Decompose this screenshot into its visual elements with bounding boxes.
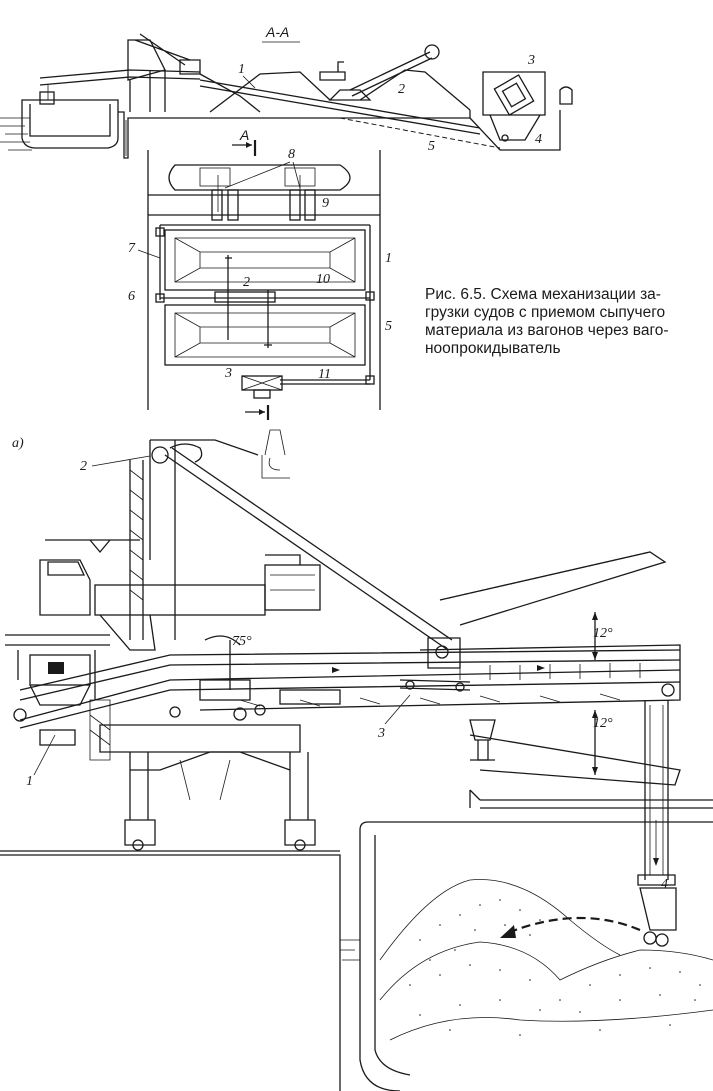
quay-ground bbox=[0, 854, 341, 1091]
plan-label-3: 3 bbox=[224, 366, 232, 381]
section-title: А-А bbox=[265, 24, 289, 40]
operator-cabin bbox=[39, 539, 321, 651]
ship-hull bbox=[21, 99, 119, 149]
plan-label-2: 2 bbox=[243, 275, 250, 290]
cargo-pile bbox=[379, 879, 713, 1041]
wagon-tippler bbox=[482, 71, 573, 142]
plan-label-10: 10 bbox=[316, 272, 330, 287]
caption-line-1: Рис. 6.5. Схема механизации за- bbox=[425, 286, 661, 303]
plan-storage bbox=[164, 229, 366, 366]
plan-label-9: 9 bbox=[322, 196, 329, 211]
plan-label-11: 11 bbox=[318, 367, 331, 382]
angle-label-12-up: 12° bbox=[593, 626, 613, 641]
main-label-2: 2 bbox=[80, 459, 87, 474]
boom-conveyor bbox=[13, 644, 681, 729]
caption-line-2: грузки судов с приемом сыпучего bbox=[425, 304, 666, 321]
top-label-5: 5 bbox=[428, 139, 435, 154]
angle-label-12-down: 12° bbox=[593, 716, 613, 731]
panel-label: а) bbox=[12, 436, 24, 451]
portal-frame bbox=[99, 724, 316, 851]
section-view-a-a: А-А bbox=[0, 24, 573, 159]
loader-tower bbox=[129, 439, 461, 669]
ship-loader-small bbox=[39, 33, 261, 113]
cargo-stipple bbox=[409, 899, 701, 1036]
reclaimer bbox=[319, 44, 440, 101]
plan-label-6: 6 bbox=[128, 289, 135, 304]
top-label-1: 1 bbox=[238, 62, 245, 77]
plan-label-8: 8 bbox=[288, 147, 295, 162]
water-hatching bbox=[0, 117, 32, 151]
plan-ship bbox=[168, 164, 351, 191]
caption-line-3: материала из вагонов через ваго- bbox=[425, 322, 669, 339]
caption-line-4: ноопрокидыватель bbox=[425, 340, 561, 357]
top-label-3: 3 bbox=[527, 53, 535, 68]
main-label-3: 3 bbox=[377, 726, 385, 741]
section-mark-top: А bbox=[239, 127, 249, 143]
main-label-1: 1 bbox=[26, 774, 33, 789]
loading-spout bbox=[637, 700, 677, 947]
ship-hold bbox=[359, 789, 713, 1091]
plan-label-5: 5 bbox=[385, 319, 392, 334]
flow-arrow bbox=[509, 916, 641, 934]
top-label-4: 4 bbox=[535, 132, 542, 147]
left-wagon-structure bbox=[5, 634, 111, 761]
elevation-view: а) bbox=[0, 429, 713, 1091]
angle-label-75: 75° bbox=[232, 634, 252, 649]
plan-view: А 8 9 7 1 6 2 10 5 3 11 bbox=[128, 127, 392, 420]
figure-caption: Рис. 6.5. Схема механизации за- грузки с… bbox=[425, 286, 695, 358]
plan-label-1: 1 bbox=[385, 251, 392, 266]
top-label-2: 2 bbox=[398, 82, 405, 97]
main-label-4: 4 bbox=[661, 877, 668, 892]
stockpile bbox=[209, 69, 471, 113]
plan-label-7: 7 bbox=[128, 241, 136, 256]
